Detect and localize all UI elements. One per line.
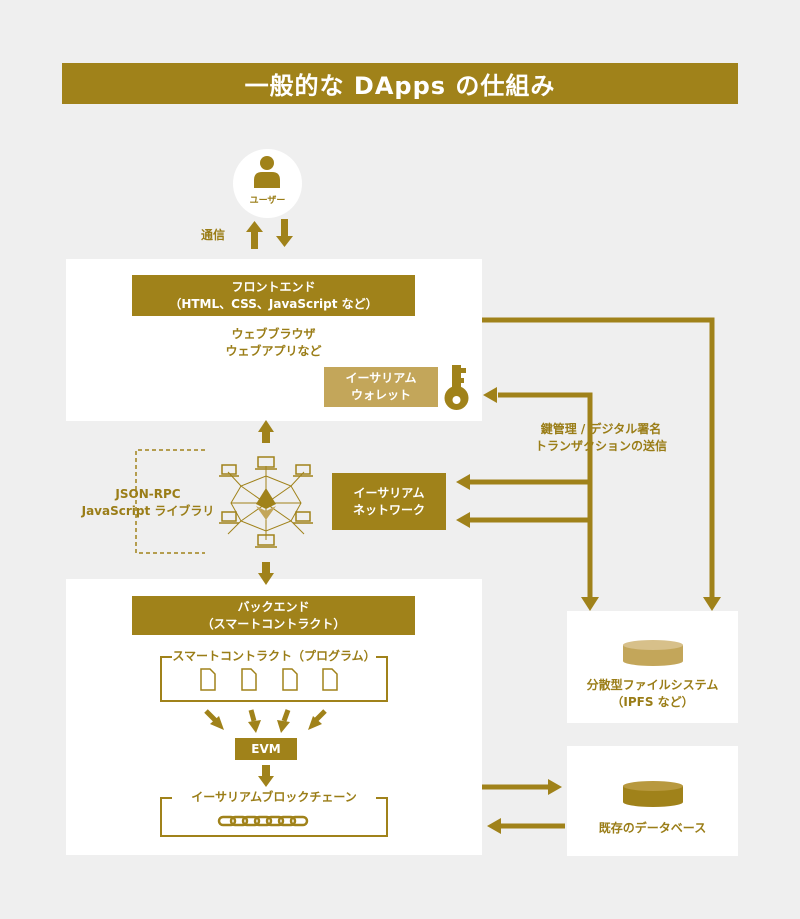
hub-to-backend-arrow xyxy=(258,562,274,585)
json-rpc-line1: JSON-RPC xyxy=(115,487,181,501)
filesystem-panel xyxy=(567,611,738,723)
backend-database-arrows xyxy=(482,779,565,834)
ethereum-wallet-box: イーサリアム ウォレット xyxy=(324,367,438,407)
filesystem-label: 分散型ファイルシステム （IPFS など） xyxy=(567,677,738,711)
filesystem-line2: （IPFS など） xyxy=(611,695,694,709)
network-line2: ネットワーク xyxy=(352,502,425,517)
contracts-to-evm-arrows xyxy=(204,709,327,723)
evm-label: EVM xyxy=(251,741,281,756)
laptop-icons xyxy=(219,456,313,548)
backend-header: バックエンド （スマートコントラクト） xyxy=(132,596,415,635)
hub-to-frontend-arrow xyxy=(258,420,274,443)
smart-contracts-label: スマートコントラクト（プログラム） xyxy=(172,649,376,663)
ethereum-network-hub xyxy=(219,456,313,548)
wallet-line1: イーサリアム xyxy=(345,371,417,385)
backend-header-line1: バックエンド xyxy=(237,599,310,614)
frontend-sub-line2: ウェブアプリなど xyxy=(225,344,322,358)
json-rpc-label: JSON-RPC JavaScript ライブラリ xyxy=(68,486,228,520)
key-management-line1: 鍵管理 / デジタル署名 xyxy=(540,422,662,436)
page-title: 一般的な DApps の仕組み xyxy=(62,63,738,104)
frontend-to-filesystem-arrow xyxy=(482,317,721,611)
key-management-arrows xyxy=(470,392,593,600)
wallet-line2: ウォレット xyxy=(350,388,411,402)
communication-arrows xyxy=(246,219,293,249)
user-label: ユーザー xyxy=(249,196,286,206)
network-line1: イーサリアム xyxy=(353,485,425,500)
ethereum-icon xyxy=(256,488,276,520)
evm-to-blockchain-arrow xyxy=(258,765,274,787)
chain-icon xyxy=(217,815,309,827)
evm-box: EVM xyxy=(235,738,297,760)
key-icon xyxy=(444,365,469,410)
filesystem-cylinder-icon xyxy=(623,640,683,666)
database-label: 既存のデータベース xyxy=(598,821,707,835)
frontend-header-line1: フロントエンド xyxy=(231,279,316,294)
frontend-sub-line1: ウェブブラウザ xyxy=(231,327,316,341)
smart-contracts-group: スマートコントラクト（プログラム） xyxy=(160,649,388,702)
ethereum-network-box: イーサリアム ネットワーク xyxy=(332,473,446,530)
blockchain-label: イーサリアムブロックチェーン xyxy=(191,790,357,804)
json-rpc-dashed-bracket xyxy=(135,449,205,554)
backend-header-line2: （スマートコントラクト） xyxy=(201,616,346,631)
filesystem-line1: 分散型ファイルシステム xyxy=(586,678,719,692)
frontend-header: フロントエンド （HTML、CSS、JavaScript など） xyxy=(132,275,415,316)
json-rpc-line2: JavaScript ライブラリ xyxy=(81,504,215,518)
frontend-subtitle: ウェブブラウザ ウェブアプリなど xyxy=(132,326,415,360)
frontend-header-line2: （HTML、CSS、JavaScript など） xyxy=(169,296,378,311)
communication-label: 通信 xyxy=(200,228,225,242)
blockchain-group: イーサリアムブロックチェーン xyxy=(160,790,388,837)
key-management-label: 鍵管理 / デジタル署名 トランザクションの送信 xyxy=(528,421,674,455)
database-cylinder-icon xyxy=(623,781,683,807)
user-icon xyxy=(254,156,280,188)
document-icons xyxy=(200,668,338,691)
key-management-line2: トランザクションの送信 xyxy=(534,439,667,453)
